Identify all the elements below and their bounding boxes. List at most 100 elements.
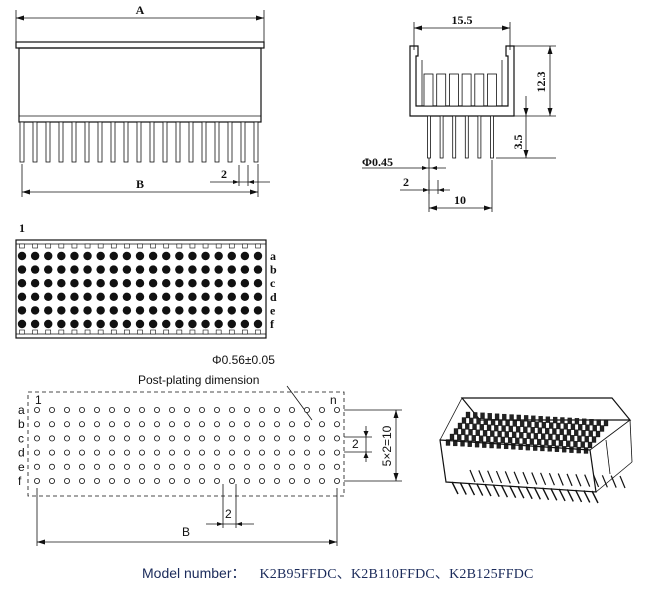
footprint-hole (258, 477, 265, 484)
footprint-hole (124, 406, 131, 413)
front-view-contact (30, 319, 40, 329)
front-view-contact (148, 319, 158, 329)
footprint-hole (288, 406, 295, 413)
front-view-contact (44, 306, 53, 315)
front-view-contact (57, 265, 66, 274)
side-view: 15.5 12.3 3.5 Φ0.45 2 (362, 13, 556, 212)
footprint-hole (138, 463, 145, 470)
isometric-contact (603, 419, 609, 427)
front-view-notch (137, 243, 143, 249)
front-view-notch (84, 329, 91, 335)
isometric-contact (526, 432, 531, 439)
footprint-hole (168, 463, 175, 470)
front-view-notch (19, 243, 25, 249)
isometric-contact (541, 433, 546, 440)
isometric-contact (549, 422, 554, 429)
footprint-dim-b-label: B (182, 525, 190, 539)
footprint-hole (64, 435, 71, 442)
isometric-pin (476, 483, 484, 496)
footprint-hole (49, 406, 56, 413)
isometric-contact (525, 443, 531, 451)
isometric-contact (511, 443, 516, 450)
isometric-view (439, 397, 633, 504)
top-pitch-label: 2 (221, 167, 227, 181)
top-view-pin (162, 121, 168, 163)
front-view-contact (70, 251, 79, 261)
front-view-notch (202, 243, 209, 249)
footprint-hole (333, 449, 340, 456)
isometric-contact (595, 430, 601, 438)
isometric-pin (513, 471, 520, 484)
footprint-row-label: e (18, 460, 25, 474)
top-view-pin (175, 121, 181, 163)
side-view-pin (490, 115, 494, 159)
side-view-contacts (423, 73, 497, 107)
isometric-contact (534, 421, 539, 428)
isometric-contact (538, 416, 543, 423)
front-view-contact (109, 306, 118, 315)
front-view-contact (175, 319, 184, 329)
footprint-hole (94, 449, 101, 456)
isometric-contact (582, 418, 587, 425)
footprint-hole (333, 435, 340, 442)
footprint-hole (243, 449, 250, 456)
isometric-pin (525, 486, 533, 500)
footprint-hole (64, 477, 71, 484)
footprint-hole (64, 463, 71, 470)
isometric-pin (540, 472, 547, 486)
isometric-contact (453, 439, 458, 447)
front-view-contact (240, 279, 250, 288)
isometric-pins (451, 469, 626, 504)
footprint-row-label: a (18, 403, 25, 417)
side-view-contact (436, 73, 447, 107)
front-view-contact (214, 319, 223, 329)
front-view-notch (110, 329, 117, 335)
top-view-pin (214, 121, 220, 163)
footprint-hole (34, 421, 41, 428)
front-view-contact (44, 251, 53, 261)
footprint-hole (228, 435, 235, 442)
isometric-contact (537, 438, 542, 446)
front-view-notch (110, 243, 117, 249)
isometric-contact (570, 435, 575, 442)
isometric-contact (489, 441, 494, 449)
front-view-notch (45, 243, 52, 249)
footprint-hole (318, 421, 325, 428)
front-view-contact (201, 292, 210, 301)
isometric-contact (518, 443, 523, 450)
isometric-contact (537, 427, 543, 434)
top-view-pin (71, 121, 77, 163)
isometric-pin (478, 470, 485, 483)
footprint-row-label: d (18, 446, 25, 460)
front-view-contact (253, 306, 263, 315)
front-view-contact (109, 265, 118, 274)
side-height-label: 12.3 (534, 72, 548, 93)
isometric-pin (619, 475, 626, 489)
isometric-contact (500, 436, 505, 444)
isometric-contact (490, 430, 495, 437)
row-span-label: 5×2=10 (380, 425, 394, 466)
isometric-contact (576, 446, 581, 454)
footprint-hole (303, 477, 310, 484)
isometric-contact (486, 424, 492, 431)
front-view-notch (84, 243, 91, 249)
footprint-hole (273, 421, 280, 428)
top-view-pin (136, 121, 142, 163)
footprint-hole (228, 406, 235, 413)
front-view-contact (83, 292, 92, 301)
footprint-hole (228, 449, 235, 456)
front-view-contact (83, 306, 92, 315)
front-view-contact (162, 319, 171, 329)
footprint-row-label: f (18, 474, 22, 488)
front-view-contact (30, 251, 40, 261)
footprint-hole (183, 463, 190, 470)
front-view-contact (240, 251, 250, 261)
isometric-contact (483, 418, 488, 425)
isometric-contact (467, 440, 472, 447)
footprint-hole (94, 477, 101, 484)
top-view-pin (58, 121, 64, 163)
footprint-hole (138, 477, 145, 484)
front-view-contact (30, 292, 40, 301)
front-view-contact (162, 279, 171, 288)
